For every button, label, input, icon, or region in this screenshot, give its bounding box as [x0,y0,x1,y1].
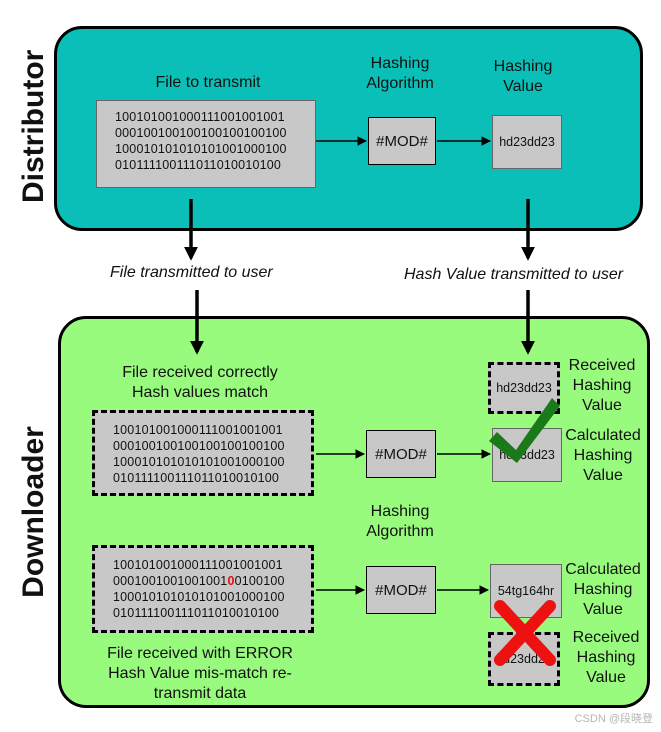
bits-line: 100010101010101001000100 [115,142,287,156]
ok-mod-box: #MOD# [366,430,436,478]
err-title: File received with ERROR Hash Value mis-… [107,645,293,702]
distributor-mod-box: #MOD# [368,117,436,165]
bits-segment: 0100100 [234,574,285,588]
error-bit: 0 [227,574,235,588]
bits-line-error: 000100100100100100100100 [113,573,311,589]
calculated-hash-ok-label: Calculated Hashing Value [565,427,641,484]
bits-line: 010111100111011010010100 [115,158,282,172]
distributor-file-bits: 100101001000111001001001 000100100100100… [96,100,316,188]
bits-line: 100101001000111001001001 [113,423,283,437]
bits-line: 100010101010101001000100 [113,590,285,604]
bits-line: 000100100100100100100100 [115,126,287,140]
bits-line: 000100100100100100100100 [113,439,285,453]
file-transmitted-label: File transmitted to user [110,264,273,281]
err-mod-box: #MOD# [366,566,436,614]
distributor-algo-title: Hashing Algorithm [366,55,434,92]
bits-line: 100101001000111001001001 [115,110,285,124]
bits-segment: 0001001001001001 [113,574,228,588]
bits-line: 100010101010101001000100 [113,455,285,469]
ok-file-bits: 100101001000111001001001 000100100100100… [92,410,314,496]
downloader-algo-title: Hashing Algorithm [366,503,434,540]
ok-title: File received correctly Hash values matc… [122,364,278,401]
cross-icon [494,600,556,666]
received-hash-err-label: Received Hashing Value [572,629,640,686]
distributor-hash-box: hd23dd23 [492,115,562,169]
file-to-transmit-title: File to transmit [155,74,261,91]
watermark: CSDN @段晓登 [574,713,653,725]
received-hash-label: Received Hashing Value [568,357,636,414]
err-file-bits: 100101001000111001001001 000100100100100… [92,545,314,633]
calculated-hash-ok-box: hd23dd23 [492,428,562,482]
distributor-value-title: Hashing Value [493,58,553,95]
hash-transmitted-label: Hash Value transmitted to user [404,266,624,283]
bits-line: 010111100111011010010100 [113,606,280,620]
check-icon [489,398,560,463]
calculated-hash-err-label: Calculated Hashing Value [565,561,641,618]
bits-line: 010111100111011010010100 [113,471,280,485]
bits-line: 100101001000111001001001 [113,558,283,572]
